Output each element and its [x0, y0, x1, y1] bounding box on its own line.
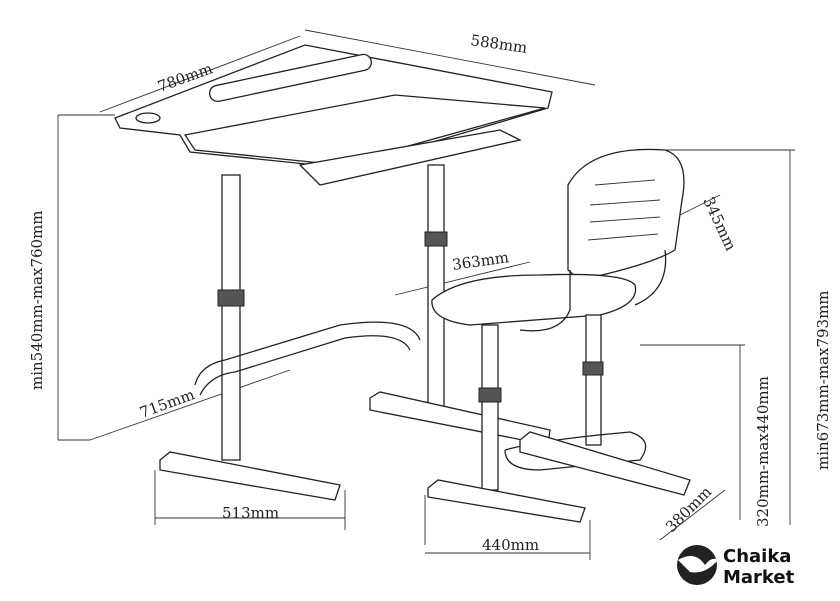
- logo-line1: Chaika: [723, 546, 791, 567]
- logo-line2: Market: [723, 567, 795, 588]
- drawer: [298, 129, 522, 186]
- label-seat-width: 363mm: [451, 248, 510, 274]
- label-seat-depth: 345mm: [699, 194, 739, 253]
- cup-holder: [135, 112, 161, 124]
- chair-backrest: [567, 148, 685, 281]
- desk-leg-back: [427, 164, 445, 411]
- chair-seat: [431, 273, 637, 326]
- desk-leg-front: [221, 174, 241, 461]
- pen-tray: [208, 53, 373, 103]
- chair-leg-back: [585, 314, 602, 446]
- footrest-bar: [194, 321, 421, 386]
- chaika-market-logo: Chaika Market: [677, 545, 795, 588]
- label-chair-foot-span: 440mm: [482, 536, 539, 554]
- chair-frame: [519, 249, 667, 332]
- label-desk-height: min540mm-max760mm: [28, 210, 46, 390]
- label-desk-depth: 588mm: [469, 31, 528, 57]
- desk: [114, 44, 553, 501]
- label-seat-height: 320mm-max440mm: [754, 376, 772, 527]
- height-clip: [424, 231, 448, 247]
- backrest-slots: [587, 179, 661, 241]
- chair-leg-front: [481, 324, 499, 491]
- chair: [427, 148, 691, 523]
- label-desk-foot-span: 513mm: [222, 504, 279, 522]
- dimension-lines: [57, 29, 795, 560]
- desk-tilting-board: [183, 94, 546, 166]
- label-chair-height: min673mm-max793mm: [814, 290, 832, 470]
- chair-foot-front: [427, 479, 586, 523]
- dimension-labels: 780mm 588mm min540mm-max760mm 363mm 345m…: [28, 31, 832, 554]
- height-clip: [217, 289, 245, 307]
- chair-foot-back: [519, 431, 691, 496]
- desk-foot-front: [159, 451, 341, 501]
- label-desk-leg-depth: 715mm: [137, 385, 197, 421]
